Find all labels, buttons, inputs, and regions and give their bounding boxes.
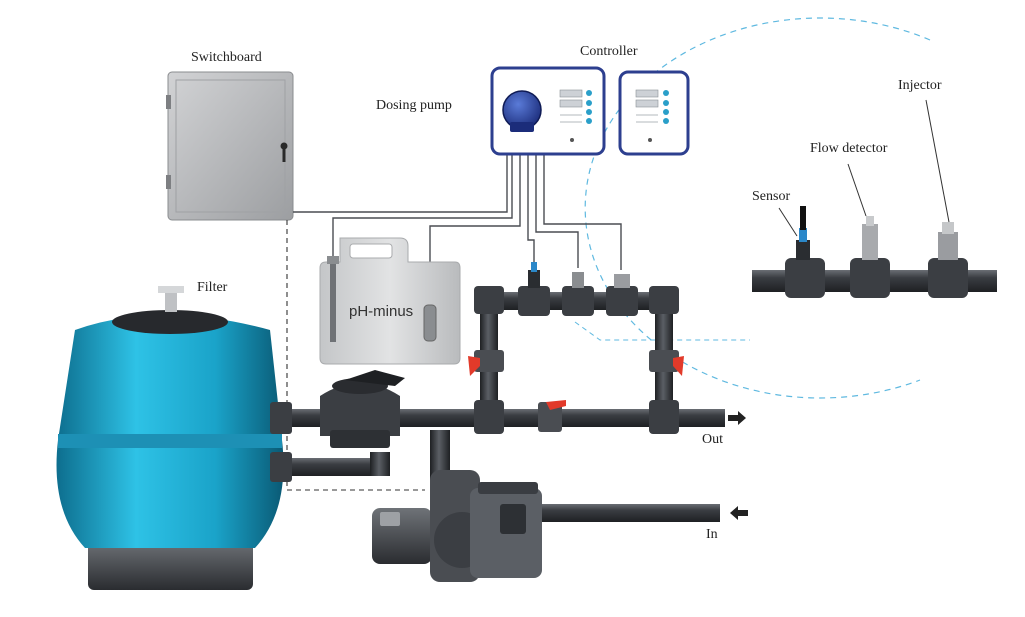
dosing-pump-label: Dosing pump: [376, 98, 452, 113]
callout-leader-line: [574, 321, 750, 341]
injector-label: Injector: [898, 78, 942, 93]
callout-circle: [584, 17, 931, 399]
switchboard-label: Switchboard: [191, 50, 262, 65]
sand-filter-tank: [56, 286, 292, 590]
flow-detector-label: Flow detector: [810, 141, 888, 156]
controller-device: [618, 70, 690, 156]
valve-handles: [468, 356, 684, 410]
callout-detail: [752, 99, 997, 298]
controller-label: Controller: [580, 44, 638, 59]
out-label: Out: [702, 432, 723, 447]
out-arrow-icon: [728, 411, 746, 425]
in-arrow-icon: [730, 506, 748, 520]
power-dashed-line: [286, 220, 425, 491]
circulation-pump: [372, 470, 542, 582]
switchboard-cabinet: [166, 71, 294, 221]
control-wires: [293, 150, 622, 308]
multiport-valve: [320, 370, 405, 448]
filter-label: Filter: [197, 280, 228, 295]
flow-arrows: [728, 411, 748, 520]
in-label: In: [706, 527, 718, 542]
dosing-pump-device: [490, 66, 606, 156]
ph-minus-canister: [319, 237, 461, 365]
sensor-label: Sensor: [752, 189, 791, 204]
inline-probes: [518, 262, 638, 316]
ph-minus-label: pH-minus: [349, 303, 414, 320]
